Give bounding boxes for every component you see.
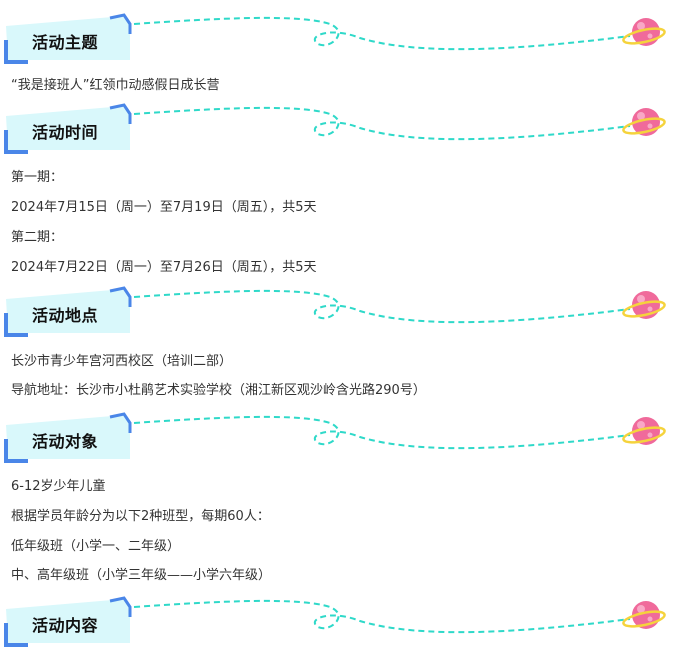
section-heading: 活动主题 [32, 33, 99, 52]
section-header-theme: 活动主题 [0, 10, 680, 70]
section-text: 低年级班（小学一、二年级） [11, 539, 181, 554]
header-decoration [4, 412, 631, 463]
section-text: “我是接班人”红领巾动感假日成长营 [11, 78, 220, 93]
planet-icon [622, 417, 666, 445]
section-text: 2024年7月15日（周一）至7月19日（周五），共5天 [11, 200, 317, 215]
section-header-content: 活动内容 [0, 593, 680, 653]
section-header-audience: 活动对象 [0, 409, 680, 469]
section-text: 中、高年级班（小学三年级——小学六年级） [11, 568, 272, 583]
section-header-location: 活动地点 [0, 283, 680, 343]
section-heading: 活动对象 [32, 432, 99, 451]
planet-icon [622, 291, 666, 319]
section-header-time: 活动时间 [0, 100, 680, 160]
section-text: 第一期： [11, 170, 64, 185]
header-decoration [4, 103, 631, 154]
section-text: 长沙市青少年宫河西校区（培训二部） [11, 354, 233, 369]
planet-icon [622, 18, 666, 46]
section-text: 根据学员年龄分为以下2种班型，每期60人： [11, 509, 270, 524]
section-text: 2024年7月22日（周一）至7月26日（周五），共5天 [11, 260, 317, 275]
header-decoration [4, 13, 631, 64]
section-heading: 活动时间 [32, 123, 99, 142]
section-text: 第二期： [11, 230, 64, 245]
section-text: 导航地址：长沙市小杜鹃艺术实验学校（湘江新区观沙岭含光路290号） [11, 383, 426, 398]
header-decoration [4, 286, 631, 337]
section-heading: 活动地点 [32, 306, 99, 325]
section-heading: 活动内容 [32, 616, 99, 635]
planet-icon [622, 108, 666, 136]
header-decoration [4, 596, 631, 647]
section-text: 6-12岁少年儿童 [11, 479, 106, 494]
planet-icon [622, 601, 666, 629]
